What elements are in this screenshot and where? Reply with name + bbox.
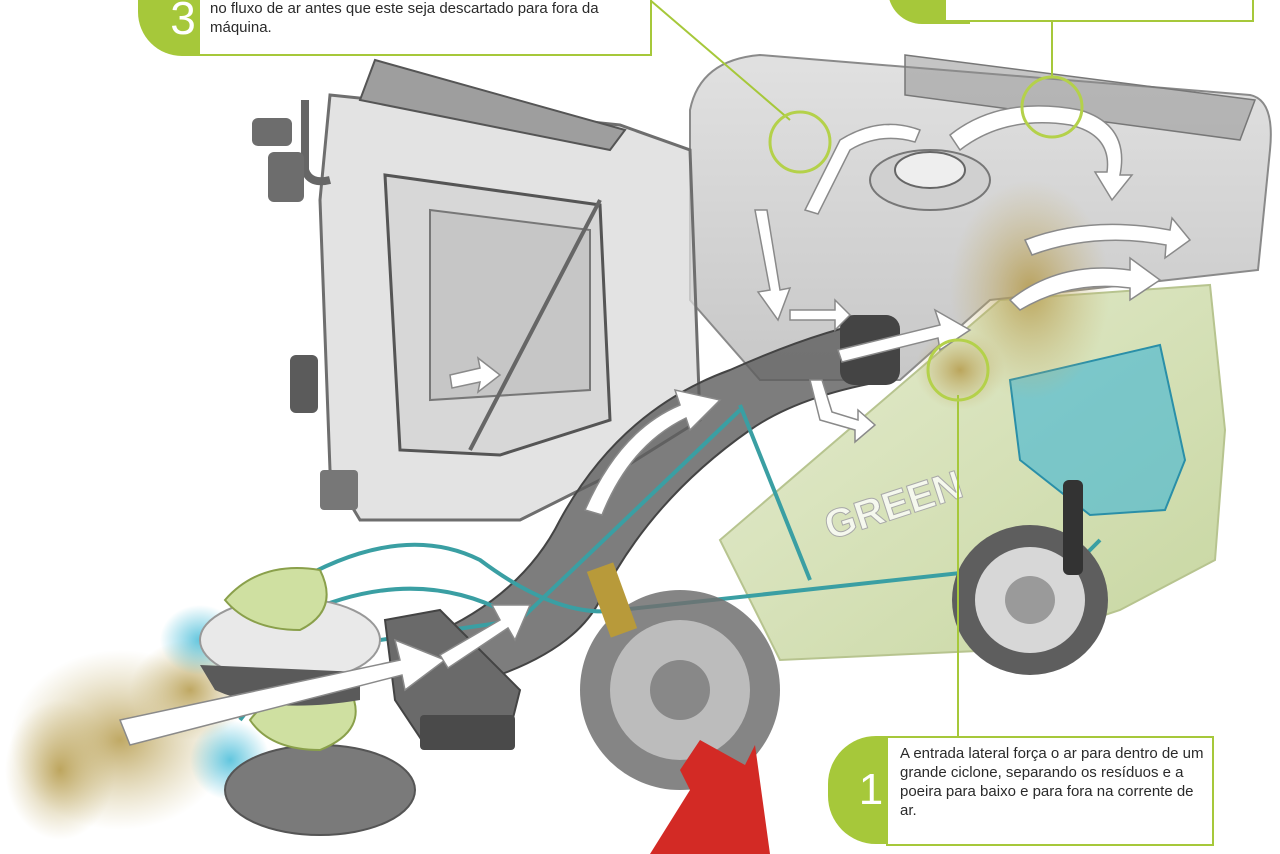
driver-cab bbox=[252, 58, 702, 522]
callout-text-box: A entrada lateral força o ar para dentro… bbox=[886, 736, 1214, 846]
front-brooms bbox=[199, 567, 416, 836]
rear-suspension bbox=[1063, 480, 1083, 575]
footstep bbox=[420, 715, 515, 750]
callout-step-1: 1 A entrada lateral força o ar para dent… bbox=[828, 736, 1220, 848]
callout-text: centrifugação que virtualmente elimina t… bbox=[210, 0, 599, 36]
leader-lines bbox=[649, 0, 1053, 740]
highlight-circles bbox=[768, 75, 1084, 402]
rear-wheel bbox=[952, 525, 1108, 675]
front-strut bbox=[586, 562, 638, 638]
front-wheel bbox=[580, 590, 780, 790]
airflow-arrows bbox=[118, 105, 1192, 746]
callout-step-2 bbox=[888, 0, 1256, 26]
callout-text: A entrada lateral força o ar para dentro… bbox=[900, 745, 1204, 819]
exit-arrow bbox=[650, 740, 770, 854]
callout-text-box: centrifugação que virtualmente elimina t… bbox=[198, 0, 652, 56]
callout-text-box bbox=[944, 0, 1254, 22]
callout-step-3: 3 centrifugação que virtualmente elimina… bbox=[120, 0, 660, 60]
